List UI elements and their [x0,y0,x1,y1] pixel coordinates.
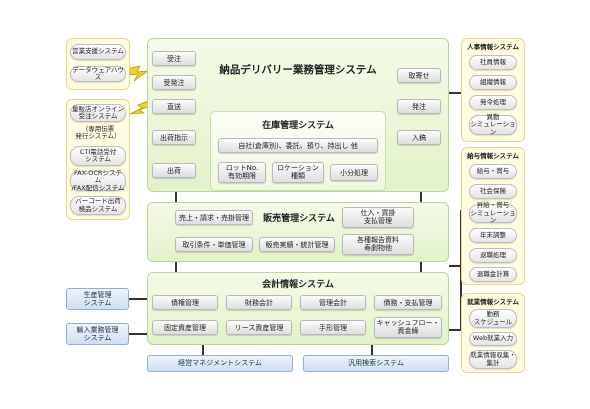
order-button[interactable]: 受注 [152,51,196,66]
lot-expiry-button[interactable]: ロットNo. 有効期限 [218,162,266,183]
attendance-item[interactable]: Web就業入力 [469,332,517,346]
delivery-title: 納品デリバリー業務管理システム [219,63,377,76]
trade-terms-button[interactable]: 取引条件・単価管理 [175,237,253,252]
hr-item[interactable]: 発令処理 [469,95,517,110]
cashflow-button[interactable]: キャッシュフロー・ 資金繰 [374,317,442,338]
ship-instruction-button[interactable]: 出荷指示 [152,130,196,145]
hr-item[interactable]: 社員情報 [469,55,517,70]
financial-accounting-button[interactable]: 財務会計 [226,295,292,310]
connector-line [420,262,422,272]
subdivide-button[interactable]: 小分処理 [330,164,378,181]
ordering-item-note: （専用伝票 発行システム） [75,124,121,140]
payroll-item[interactable]: 昇給・賞与 シミュレーション [469,201,517,225]
attendance-item[interactable]: 就業情報収集・ 集計 [469,350,517,369]
location-type-button[interactable]: ロケーション 種類 [272,162,324,183]
payroll-title: 給与情報システム [467,152,519,160]
production-system[interactable]: 生産管理 システム [66,288,129,310]
payroll-item[interactable]: 退職金計算 [469,267,517,282]
backorder-button[interactable]: 取寄せ [397,68,441,83]
inventory-location-button[interactable]: 自社(倉庫別)、委託、預り、持出し 他 [218,138,378,153]
lease-assets-button[interactable]: リース資産管理 [226,320,292,335]
hr-title: 人事情報システム [467,43,519,51]
receivables-button[interactable]: 債権管理 [152,295,218,310]
payables-button[interactable]: 債務・支払管理 [374,295,442,310]
purchase-order-button[interactable]: 発注 [397,99,441,114]
ordering-item[interactable]: バーコード出荷 検品システム [70,196,126,215]
connector-line [449,92,461,94]
sales-stats-button[interactable]: 販売実績・統計管理 [259,237,335,252]
connector-line [371,345,373,355]
accounting-title: 会計情報システム [262,279,334,290]
notes-button[interactable]: 手形管理 [300,320,366,335]
connector-line [202,345,204,355]
hr-item[interactable]: 異動 シミュレーション [469,112,517,136]
inventory-title: 在庫管理システム [262,120,334,131]
attendance-title: 就業情報システム [467,298,519,306]
connector-line [449,265,461,267]
connector-line [129,298,147,300]
attendance-item[interactable]: 勤務 スケジュール [469,309,517,328]
fixed-assets-button[interactable]: 固定資産管理 [152,320,218,335]
management-accounting-button[interactable]: 管理会計 [300,295,366,310]
ship-button[interactable]: 出荷 [152,163,196,178]
connector-line [129,333,147,335]
sales-support-item[interactable]: データウェアハウス [70,66,126,82]
connector-line [175,262,177,272]
purchase-payables-button[interactable]: 仕入・買掛 支払管理 [342,207,414,228]
sales-billing-button[interactable]: 売上・請求・売掛管理 [175,210,253,225]
direct-ship-button[interactable]: 直送 [152,99,196,114]
management-system[interactable]: 経営マネジメントシステム [147,355,293,372]
receiving-button[interactable]: 入稿 [397,130,441,145]
hr-item[interactable]: 組織情報 [469,75,517,90]
payroll-item[interactable]: 社会保険 [469,184,517,199]
connector-line [449,329,461,331]
import-system[interactable]: 輸入業務管理 システム [66,323,129,345]
sales-support-item[interactable]: 営業支援システム [70,44,126,60]
ordering-item[interactable]: 量販店オンライン 受注システム [70,104,126,122]
ordering-item[interactable]: FAX-OCRシステム /FAX配信システム [70,168,126,192]
lightning-arrow-icon [129,100,149,115]
connector-line [175,192,177,202]
reports-button[interactable]: 各種報告資料 寿劇物他 [342,234,414,255]
connector-line [420,192,422,202]
lightning-arrow-icon [129,65,150,82]
search-system[interactable]: 汎用検索システム [303,355,449,372]
sales-title: 販売管理システム [263,213,335,224]
ordering-item[interactable]: CTI電話受付 システム [70,146,126,166]
payroll-item[interactable]: 年末調整 [469,228,517,243]
order-placement-button[interactable]: 受発注 [152,75,196,90]
payroll-item[interactable]: 退職処理 [469,248,517,263]
payroll-item[interactable]: 給与・賞与 [469,164,517,179]
